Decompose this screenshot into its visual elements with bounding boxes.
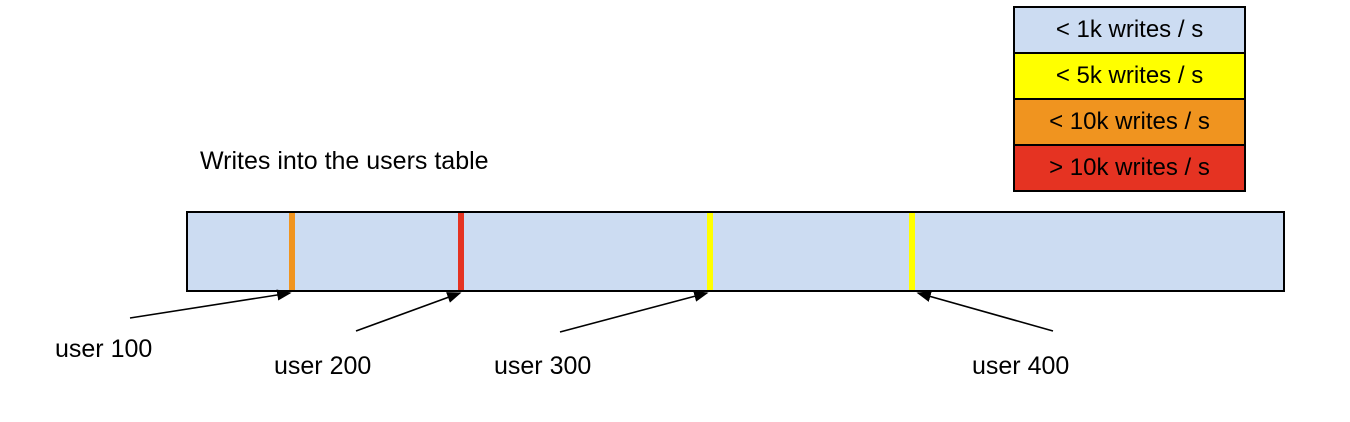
legend-item-lt-5k: < 5k writes / s: [1013, 52, 1246, 100]
user-400-label: user 400: [972, 352, 1070, 380]
arrow-user-200: [355, 292, 462, 332]
arrow-user-100: [129, 289, 292, 319]
user-200-label: user 200: [274, 352, 372, 380]
write-mark-user-400: [909, 213, 915, 290]
write-mark-user-200: [458, 213, 464, 290]
legend-item-gt-10k: > 10k writes / s: [1013, 144, 1246, 192]
write-mark-user-100: [289, 213, 295, 290]
legend-item-lt-10k: < 10k writes / s: [1013, 98, 1246, 146]
write-mark-user-300: [707, 213, 713, 290]
diagram-title: Writes into the users table: [200, 147, 489, 175]
arrow-user-400: [916, 291, 1054, 332]
legend-item-lt-1k: < 1k writes / s: [1013, 6, 1246, 54]
user-300-label: user 300: [494, 352, 592, 380]
user-100-label: user 100: [55, 335, 153, 363]
users-table-bar: [186, 211, 1285, 292]
legend: < 1k writes / s < 5k writes / s < 10k wr…: [1013, 6, 1246, 192]
arrow-user-300: [559, 290, 709, 333]
